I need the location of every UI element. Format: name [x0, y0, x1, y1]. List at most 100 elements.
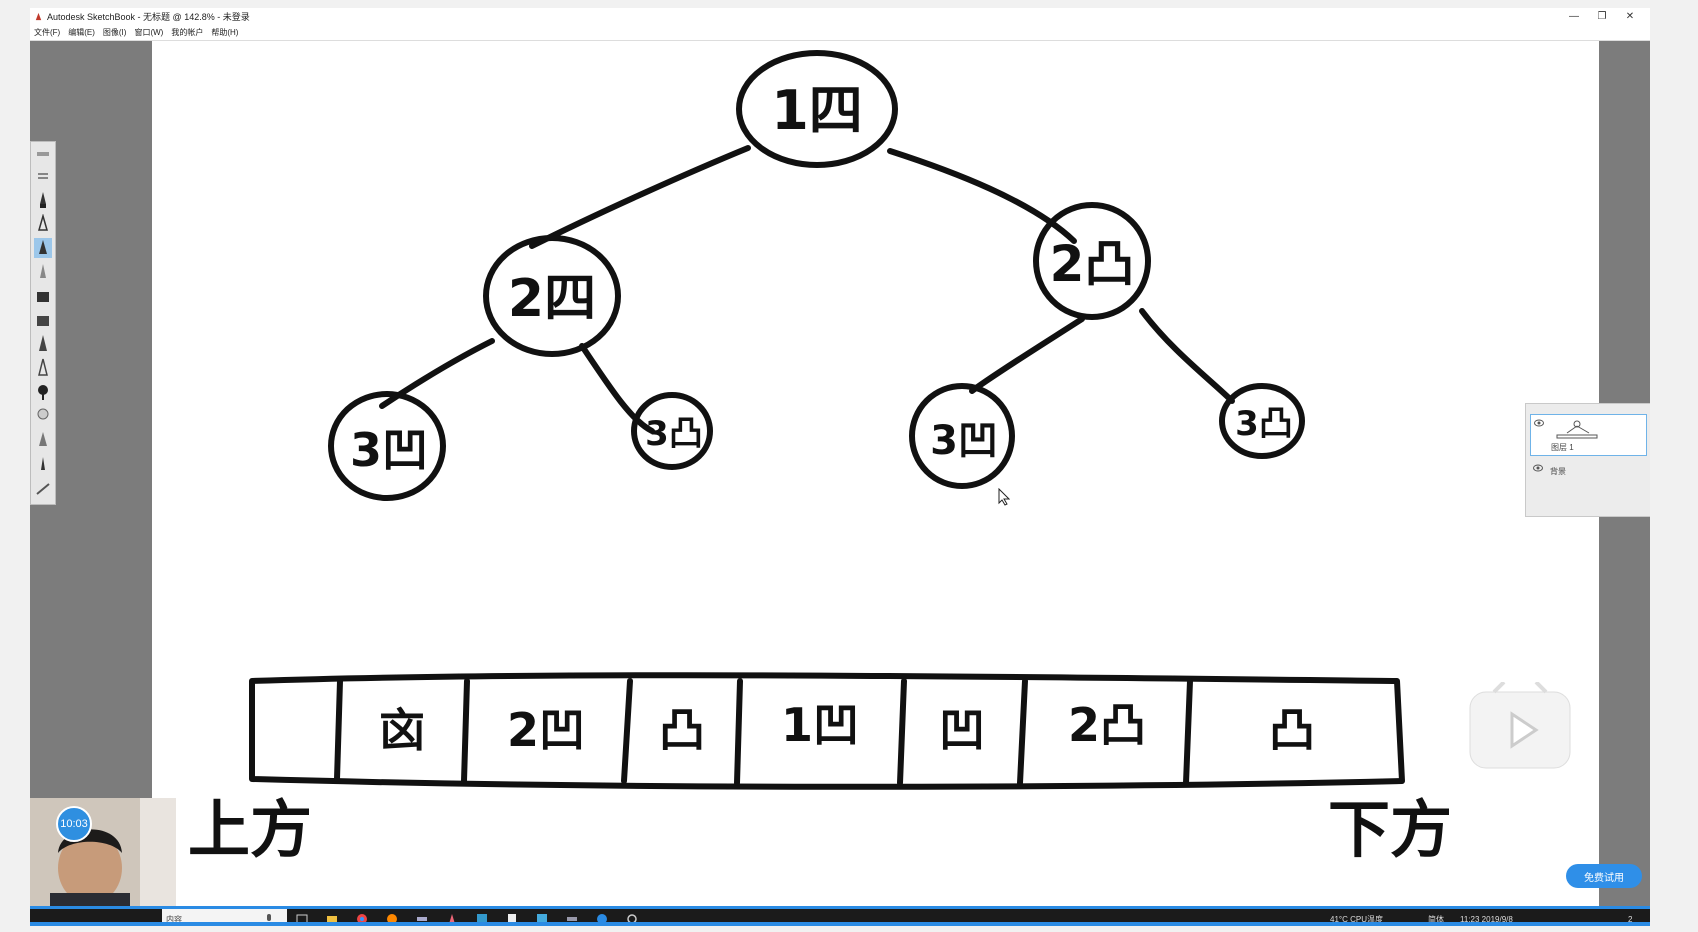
tree-node-circle — [328, 391, 446, 501]
menu-image[interactable]: 图像(I) — [102, 28, 127, 37]
free-trial-button[interactable]: 免费试用 — [1566, 864, 1642, 888]
sketchbook-app-icon — [35, 12, 42, 21]
sketchbook-taskbar-icon[interactable] — [446, 913, 458, 925]
array-cell-label: 2凹 — [507, 703, 585, 757]
tree-edge — [579, 343, 655, 434]
menu-edit[interactable]: 编辑(E) — [68, 28, 95, 37]
array-divider — [461, 678, 470, 784]
visibility-eye-icon[interactable] — [1533, 464, 1543, 472]
visibility-eye-icon[interactable] — [1534, 419, 1544, 427]
brush-tool-icon[interactable] — [34, 358, 52, 378]
menu-help[interactable]: 帮助(H) — [211, 28, 239, 37]
clock-date: 2019/9/8 — [1481, 914, 1513, 924]
notification-center-icon[interactable]: 2 — [1628, 909, 1632, 926]
eraser-tool-icon[interactable] — [34, 286, 52, 306]
notification-count: 2 — [1628, 914, 1633, 924]
array-divider — [1183, 678, 1193, 786]
app-icon-generic[interactable] — [416, 913, 428, 925]
array-divider — [334, 678, 343, 782]
menu-bar: 文件(F) 编辑(E) 图像(I) 窗口(W) 我的帐户 帮助(H) — [30, 25, 1650, 41]
chrome-icon[interactable] — [356, 913, 368, 925]
clock[interactable]: 11:23 2019/9/8 — [1460, 909, 1513, 926]
tree-node-label: 1四 — [771, 79, 863, 142]
webcam-overlay: 10:03 — [30, 798, 176, 906]
tree-node-circle — [1219, 383, 1305, 459]
layer-row-background[interactable]: 背景 — [1530, 460, 1645, 500]
mouse-cursor-icon — [998, 488, 1010, 506]
menu-file[interactable]: 文件(F) — [34, 28, 61, 37]
sketchbook-window: Autodesk SketchBook - 无标题 @ 142.8% - 未登录… — [30, 8, 1650, 926]
tree-edge — [1139, 308, 1235, 404]
tree-node-circle — [736, 50, 898, 168]
cpu-label: CPU温度 — [1350, 914, 1383, 924]
document-icon[interactable] — [506, 913, 518, 925]
layers-panel: 图层 1 背景 — [1525, 403, 1650, 517]
airbrush-tool-icon[interactable] — [34, 262, 52, 282]
cpu-temp-widget[interactable]: 41°C CPU温度 — [1330, 909, 1383, 926]
toolbar-grip-icon[interactable] — [34, 144, 52, 164]
play-button-icon[interactable] — [1466, 682, 1574, 770]
marker-tool-icon[interactable] — [34, 238, 52, 258]
search-text: 内容 — [166, 914, 182, 924]
store-icon[interactable] — [476, 913, 488, 925]
recording-timer: 10:03 — [56, 806, 92, 842]
array-cell-label: 凸 — [1269, 703, 1315, 757]
windows-taskbar: 内容 41°C CPU温度 简体 11:23 2019/9/8 2 — [30, 906, 1650, 926]
right-label: 下方 — [1328, 793, 1452, 866]
shield-app-icon[interactable] — [536, 913, 548, 925]
firefox-icon[interactable] — [386, 913, 398, 925]
tree-edge — [379, 338, 495, 409]
sketch-drawing: 1四 2四 2凸 3凹 3凸 3凹 3凸 㐫 2凹 凸 1凹 凹 2凸 凸 上方 — [188, 50, 1452, 866]
drawing-canvas[interactable]: 1四 2四 2凸 3凹 3凸 3凹 3凸 㐫 2凹 凸 1凹 凹 2凸 凸 上方 — [152, 41, 1599, 906]
array-cell-label: 1凹 — [781, 698, 859, 752]
pencil-tool-icon[interactable] — [34, 190, 52, 210]
felt-pen-tool-icon[interactable] — [34, 454, 52, 474]
media-app-icon[interactable] — [566, 913, 578, 925]
video-progress-bar[interactable] — [30, 922, 1650, 926]
layer-name: 背景 — [1550, 467, 1566, 476]
array-box — [249, 672, 1405, 790]
ink-pen-tool-icon[interactable] — [34, 334, 52, 354]
paint-brush-tool-icon[interactable] — [34, 382, 52, 402]
array-divider — [1017, 678, 1028, 786]
array-cell-label: 2凸 — [1068, 698, 1146, 752]
layer-row-1[interactable]: 图层 1 — [1530, 414, 1647, 456]
tree-node-label: 3凸 — [645, 414, 703, 454]
layer-thumbnail-icon — [1556, 420, 1598, 439]
pen-tool-icon[interactable] — [34, 214, 52, 234]
menu-window[interactable]: 窗口(W) — [134, 28, 164, 37]
tree-node-circle — [1033, 202, 1151, 320]
tree-node-label: 2凸 — [1050, 235, 1135, 293]
maximize-button[interactable]: ❐ — [1597, 11, 1607, 22]
tree-edge — [529, 145, 751, 249]
array-cell-label: 凹 — [939, 703, 985, 757]
presenter-video-icon — [30, 798, 176, 906]
temperature-text: 41°C — [1330, 914, 1348, 924]
taskbar-search-box[interactable]: 内容 — [162, 909, 287, 926]
tree-node-label: 3凸 — [1235, 404, 1293, 444]
tree-node-circle — [909, 383, 1015, 489]
ruler-tool-icon[interactable] — [34, 478, 52, 498]
edge-icon[interactable] — [596, 913, 608, 925]
smudge-tool-icon[interactable] — [34, 406, 52, 426]
brush-toolbar — [30, 141, 56, 505]
menu-account[interactable]: 我的帐户 — [171, 28, 204, 37]
close-button[interactable]: ✕ — [1625, 11, 1635, 22]
workspace: 1四 2四 2凸 3凹 3凸 3凹 3凸 㐫 2凹 凸 1凹 凹 2凸 凸 上方 — [30, 41, 1650, 906]
tree-edge — [887, 148, 1077, 244]
left-label: 上方 — [188, 793, 312, 866]
layer-name: 图层 1 — [1551, 443, 1574, 452]
microphone-icon[interactable] — [263, 913, 275, 925]
eraser-soft-tool-icon[interactable] — [34, 310, 52, 330]
tree-node-circle — [483, 235, 621, 357]
array-cell-label: 凸 — [659, 703, 705, 757]
swap-icon[interactable] — [34, 166, 52, 186]
file-explorer-icon[interactable] — [326, 913, 338, 925]
array-divider — [621, 678, 633, 784]
minimize-button[interactable]: — — [1569, 11, 1579, 22]
array-divider — [734, 678, 743, 786]
ime-indicator[interactable]: 简体 — [1428, 909, 1444, 926]
tree-edge — [969, 316, 1085, 394]
array-divider — [897, 678, 907, 786]
chisel-tool-icon[interactable] — [34, 430, 52, 450]
